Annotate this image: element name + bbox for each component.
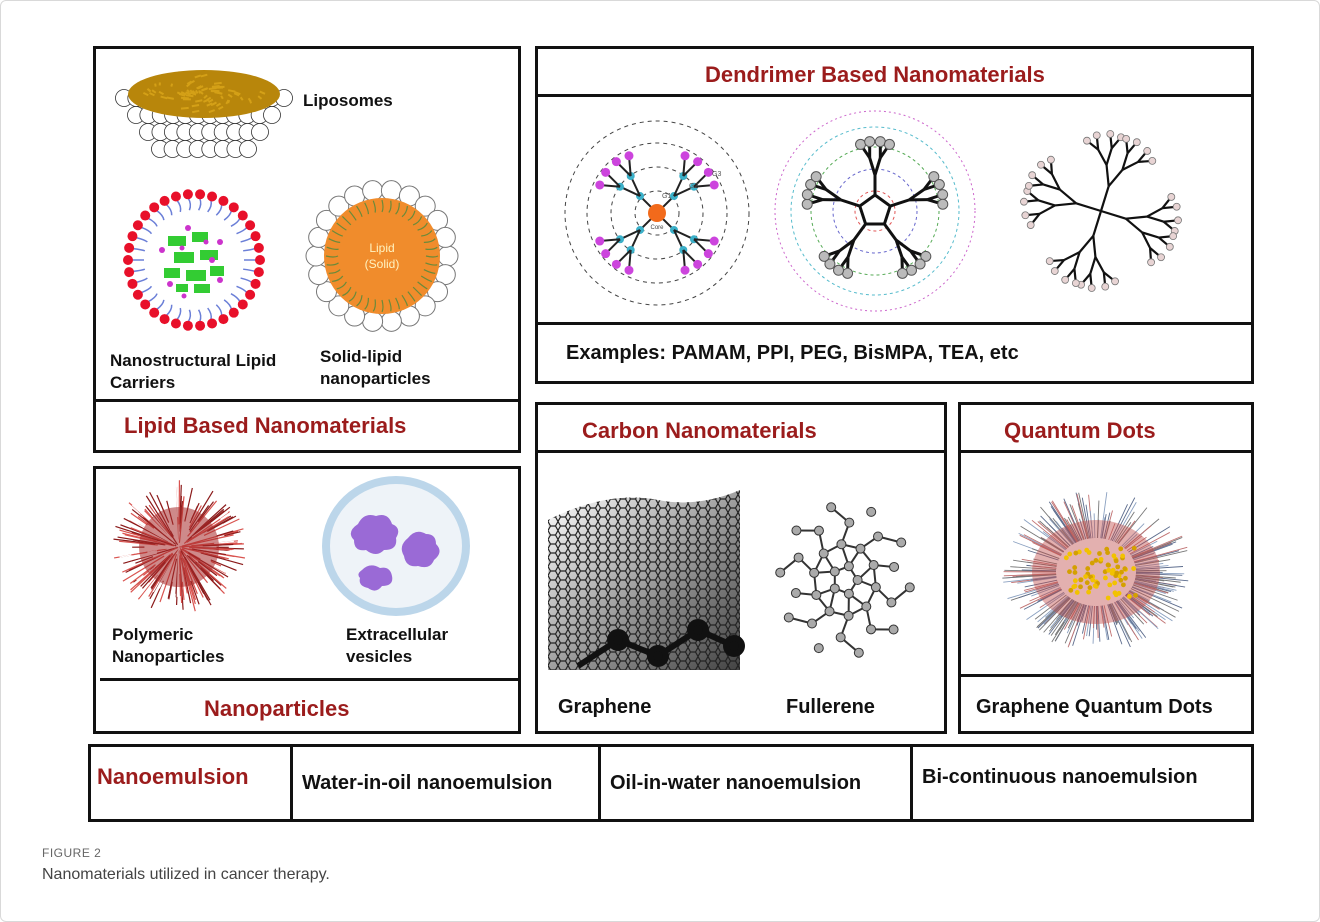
lipid-title: Lipid Based Nanomaterials (124, 413, 406, 439)
nanoparticles-divider (100, 678, 521, 681)
fullerene-illustration (770, 494, 920, 674)
ev-label: Extracellular vesicles (346, 624, 466, 668)
extracellular-vesicle-illustration (318, 474, 474, 624)
polymeric-nanoparticle-illustration (104, 472, 254, 622)
nlc-illustration (122, 188, 266, 332)
nanoemulsion-title: Nanoemulsion (97, 764, 249, 790)
graphene-quantum-dot-illustration (996, 478, 1196, 668)
dendrimer-title: Dendrimer Based Nanomaterials (705, 62, 1045, 88)
dendrimer-schematic: Core G1 G2 G3 (552, 110, 762, 320)
nanoemulsion-divider-2 (598, 744, 601, 822)
gen-label-g2: G2 (689, 183, 698, 190)
nlc-label: Nanostructural Lipid Carriers (110, 350, 310, 394)
figure-label: FIGURE 2 (42, 846, 101, 860)
figure-caption: Nanomaterials utilized in cancer therapy… (42, 866, 330, 884)
liposomes-label: Liposomes (303, 90, 393, 112)
dendrimer-header-divider (535, 94, 1254, 97)
qd-footer-divider (958, 674, 1254, 677)
carbon-title: Carbon Nanomaterials (582, 418, 817, 444)
dendrimer-examples: Examples: PAMAM, PPI, PEG, BisMPA, TEA, … (566, 342, 1019, 365)
graphene-illustration (548, 490, 740, 670)
liposome-illustration (118, 62, 290, 174)
nanoemulsion-type-1: Water-in-oil nanoemulsion (302, 772, 552, 795)
dendrimer-hyperbranched (998, 108, 1204, 314)
carbon-divider (535, 450, 947, 453)
nanoemulsion-divider-1 (290, 744, 293, 822)
sln-label: Solid-lipid nanoparticles (320, 346, 450, 390)
graphene-label: Graphene (558, 696, 651, 719)
qd-title: Quantum Dots (1004, 418, 1156, 444)
gqd-label: Graphene Quantum Dots (976, 696, 1213, 719)
nanoemulsion-type-3: Bi-continuous nanoemulsion (922, 766, 1198, 789)
nanoparticles-title: Nanoparticles (204, 696, 350, 722)
sln-illustration: Lipid(Solid) (306, 180, 458, 332)
dendrimer-footer-divider (535, 322, 1254, 325)
gen-label-g3: G3 (712, 171, 721, 178)
dendrimer-tree (772, 108, 978, 314)
svg-text:Core: Core (650, 225, 664, 231)
gen-label-g1: G1 (662, 193, 671, 200)
nanoemulsion-divider-3 (910, 744, 913, 822)
fullerene-label: Fullerene (786, 696, 875, 719)
nanoemulsion-type-2: Oil-in-water nanoemulsion (610, 772, 861, 795)
qd-header-divider (958, 450, 1254, 453)
polymeric-label: Polymeric Nanoparticles (112, 624, 242, 668)
